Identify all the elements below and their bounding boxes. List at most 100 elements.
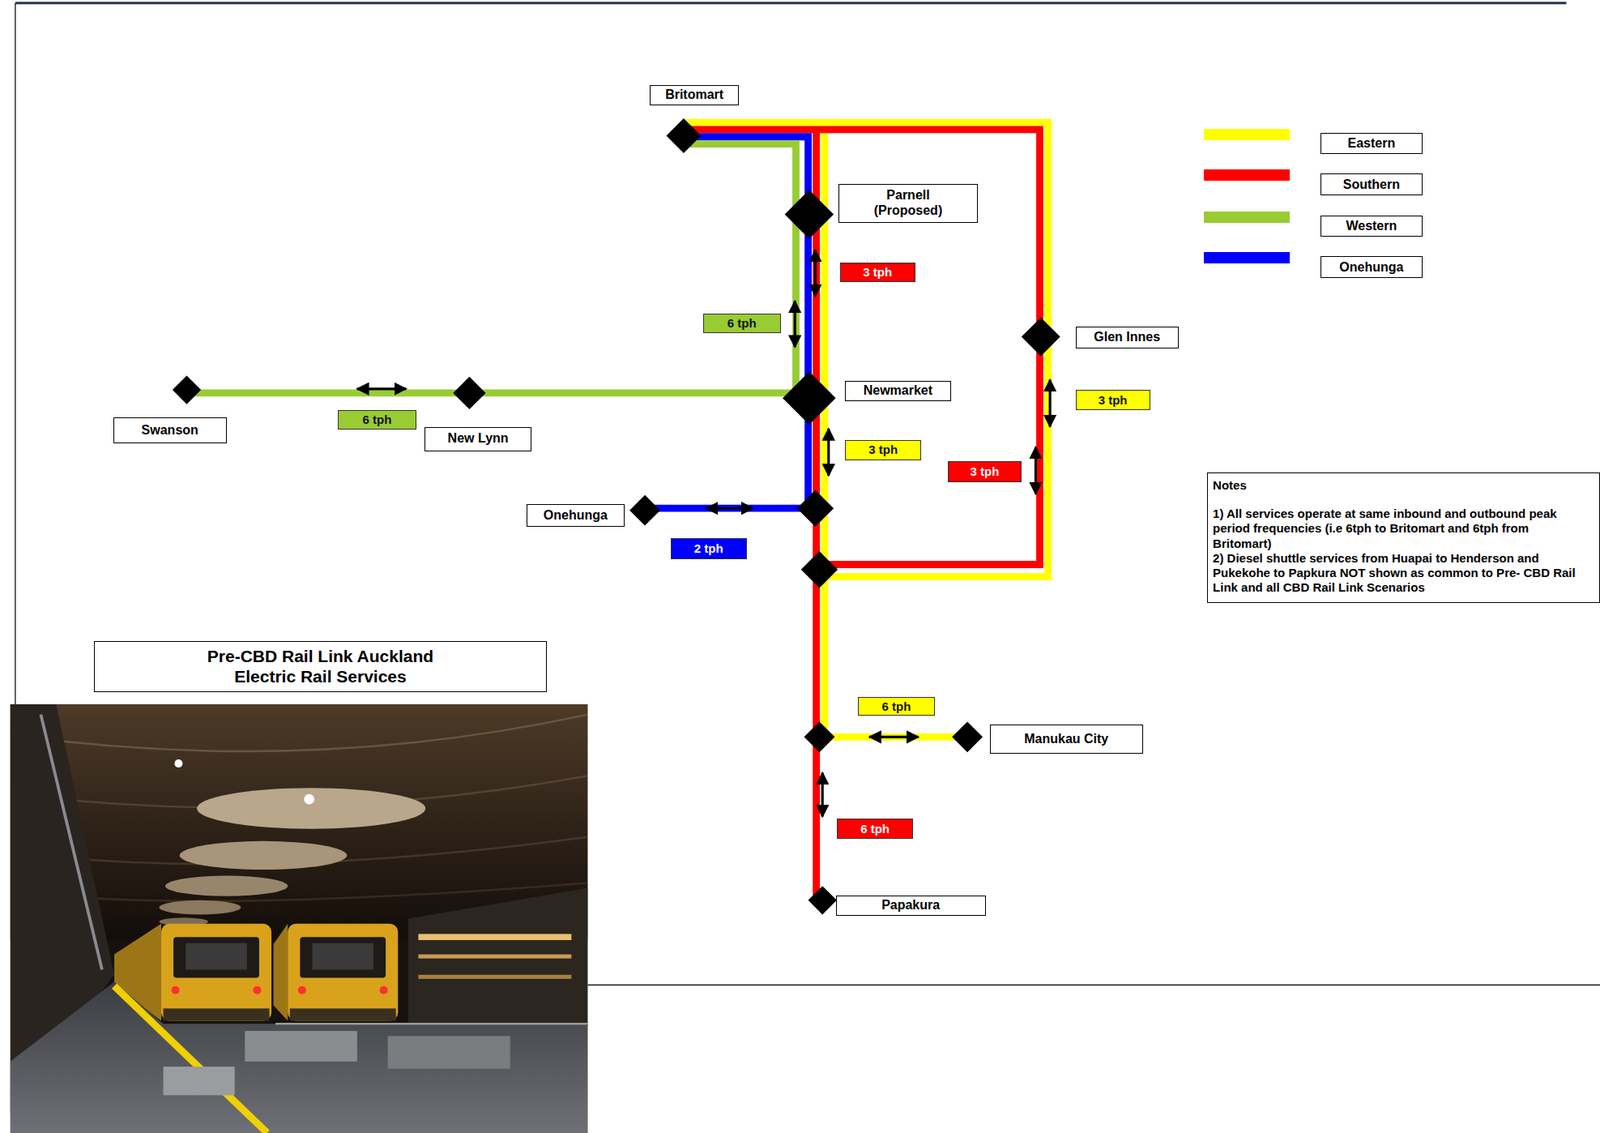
station-label: Britomart bbox=[649, 85, 739, 106]
frame-line bbox=[588, 984, 1600, 986]
frequency-text: 6 tph bbox=[860, 821, 890, 837]
station-diamond bbox=[172, 375, 201, 404]
ceiling-light bbox=[158, 900, 241, 915]
legend-swatch bbox=[1203, 128, 1290, 141]
frequency-box: 3 tph bbox=[1075, 389, 1151, 410]
station-label: Glen Innes bbox=[1075, 326, 1179, 348]
note-text: 2) Diesel shuttle services from Huapai t… bbox=[1212, 550, 1590, 596]
junction-diamond bbox=[797, 490, 834, 527]
frequency-box: 3 tph bbox=[840, 262, 916, 282]
station-label: Newmarket bbox=[844, 380, 952, 402]
frequency-text: 3 tph bbox=[868, 442, 898, 457]
ceiling-light bbox=[179, 840, 348, 870]
station-name: Parnell (Proposed) bbox=[867, 187, 949, 218]
platform-bench bbox=[244, 1030, 358, 1062]
photo-right-wall bbox=[408, 887, 589, 1026]
train-window bbox=[185, 942, 248, 970]
station-name: Swanson bbox=[141, 422, 199, 438]
ceiling-light bbox=[165, 875, 288, 896]
frequency-text: 2 tph bbox=[694, 541, 724, 556]
train-light bbox=[252, 985, 261, 995]
onehunga-line bbox=[644, 136, 809, 508]
frame-line bbox=[14, 3, 17, 704]
station-label: Manukau City bbox=[989, 724, 1144, 753]
double-arrow bbox=[821, 772, 824, 816]
frequency-box: 6 tph bbox=[337, 409, 417, 430]
station-name: Britomart bbox=[665, 87, 724, 103]
platform-bench bbox=[388, 1035, 511, 1068]
legend-label-box: Onehunga bbox=[1320, 256, 1423, 278]
frequency-box: 3 tph bbox=[844, 439, 922, 461]
frequency-box: 6 tph bbox=[836, 818, 914, 839]
station-diamond bbox=[452, 376, 486, 410]
ceiling-lamp bbox=[303, 793, 315, 805]
note-text: 1) All services operate at same inbound … bbox=[1212, 506, 1590, 551]
platform-light bbox=[418, 974, 572, 979]
frequency-text: 6 tph bbox=[727, 315, 757, 331]
frequency-box: 3 tph bbox=[947, 460, 1022, 482]
notes-heading: Notes bbox=[1212, 477, 1590, 493]
ceiling-rib bbox=[10, 714, 589, 751]
station-diamond bbox=[951, 721, 983, 752]
notes-box: Notes 1) All services operate at same inb… bbox=[1207, 472, 1600, 603]
station-diamond bbox=[629, 494, 661, 526]
legend-swatch bbox=[1203, 211, 1290, 223]
platform-light bbox=[418, 933, 572, 940]
junction-diamond bbox=[804, 721, 836, 752]
southern-line bbox=[685, 129, 1040, 565]
legend-swatch bbox=[1203, 251, 1290, 264]
station-label: Papakura bbox=[836, 895, 986, 916]
wall-highlight bbox=[40, 714, 103, 970]
station-name: Newmarket bbox=[863, 383, 933, 398]
western-line bbox=[187, 144, 797, 393]
legend-label: Western bbox=[1345, 217, 1397, 234]
station-name: Manukau City bbox=[1024, 731, 1109, 747]
frequency-box: 2 tph bbox=[670, 537, 747, 559]
train-light bbox=[298, 985, 307, 995]
legend-label: Southern bbox=[1343, 176, 1400, 192]
ceiling-lamp bbox=[174, 759, 183, 768]
double-arrow bbox=[793, 301, 797, 348]
double-arrow bbox=[706, 507, 754, 510]
station-diamond bbox=[808, 885, 837, 914]
train-front bbox=[287, 923, 398, 1021]
double-arrow bbox=[814, 250, 817, 297]
double-arrow bbox=[1049, 379, 1052, 427]
platform-bench bbox=[163, 1066, 235, 1095]
station-name: Papakura bbox=[881, 897, 940, 913]
train-bumper bbox=[290, 1007, 397, 1020]
train-window bbox=[311, 942, 374, 970]
frequency-text: 3 tph bbox=[970, 464, 1000, 479]
double-arrow bbox=[827, 428, 830, 476]
frequency-text: 3 tph bbox=[862, 264, 892, 280]
frequency-text: 6 tph bbox=[882, 699, 912, 714]
legend-label-box: Southern bbox=[1320, 173, 1423, 195]
junction-diamond bbox=[801, 550, 838, 588]
station-label: Parnell (Proposed) bbox=[838, 183, 978, 223]
frequency-box: 6 tph bbox=[857, 696, 935, 716]
frame-line bbox=[15, 1, 1567, 5]
frequency-text: 6 tph bbox=[362, 412, 392, 427]
train-light bbox=[171, 985, 180, 995]
legend-label-box: Western bbox=[1320, 215, 1423, 237]
frequency-text: 3 tph bbox=[1098, 392, 1128, 408]
station-label: Swanson bbox=[113, 417, 227, 443]
station-diamond bbox=[785, 189, 834, 239]
track-rail bbox=[275, 1022, 588, 1025]
train-body bbox=[273, 923, 289, 1021]
train-bumper bbox=[163, 1007, 270, 1020]
photo-background bbox=[10, 704, 589, 1133]
station-diamond bbox=[1021, 317, 1061, 357]
station-diamond bbox=[782, 371, 836, 424]
platform-floor bbox=[10, 981, 589, 1133]
title-text: Pre-CBD Rail Link Auckland Electric Rail… bbox=[190, 645, 450, 687]
double-arrow bbox=[357, 387, 406, 390]
station-name: New Lynn bbox=[448, 430, 509, 446]
double-arrow bbox=[869, 735, 918, 739]
station-diamond bbox=[665, 118, 701, 154]
train-windshield bbox=[299, 936, 386, 978]
train-front bbox=[161, 923, 272, 1021]
double-arrow bbox=[1034, 447, 1037, 495]
station-label: New Lynn bbox=[424, 426, 532, 452]
